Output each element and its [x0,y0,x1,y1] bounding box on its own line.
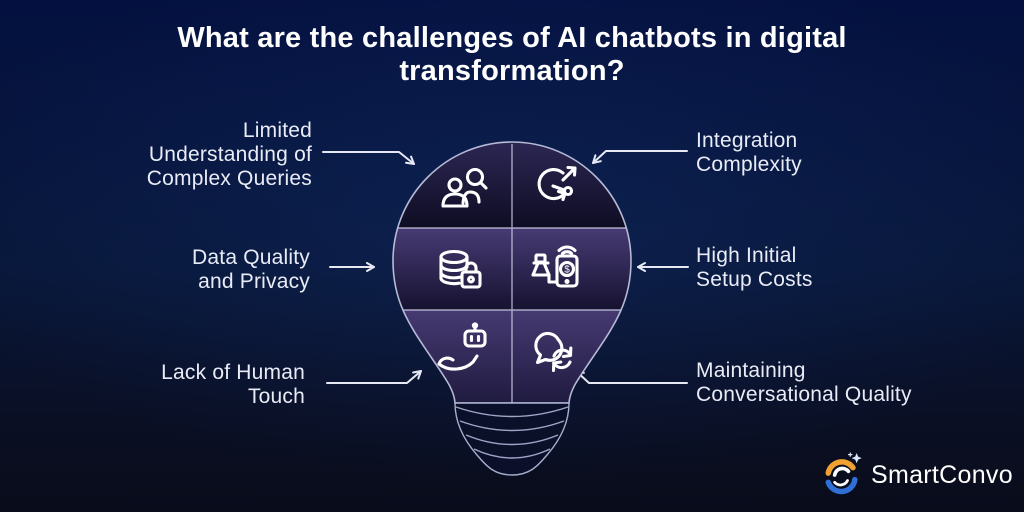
label-line: Complex Queries [146,167,312,190]
device-cost-icon: $ [531,245,579,288]
brand-logo: SmartConvo [820,452,1013,498]
label-line: Touch [247,385,305,408]
chat-refresh-icon [534,332,573,373]
smartconvo-swirl-icon [825,452,862,495]
lightbulb-graphic: $ [392,141,632,476]
arrow-conversational-quality [575,370,688,384]
label-line: and Privacy [198,270,310,293]
page-title: What are the challenges of AI chatbots i… [0,22,1024,88]
hand-robot-icon [437,322,487,371]
people-search-icon [441,167,488,208]
integration-route-icon [537,165,577,202]
label-line: Integration [696,129,798,152]
label-line: Limited [242,119,312,142]
sparkle-icon [851,453,862,464]
label-limited-understanding: Limited Understanding of Complex Queries [40,119,312,191]
dollar-glyph: $ [564,265,570,276]
database-lock-icon [439,249,482,289]
label-line: Understanding of [148,143,312,166]
arrow-limited-understanding [322,151,415,165]
label-line: Conversational Quality [696,383,912,406]
bulb-segments [393,142,631,403]
title-line-2: transformation? [399,55,625,87]
label-line: Lack of Human [161,361,305,384]
bulb-outline [392,141,632,404]
arrow-lack-human-touch [326,370,422,384]
bulb-screw-base [454,402,570,476]
title-line-1: What are the challenges of AI chatbots i… [177,22,847,54]
label-line: Data Quality [192,246,310,269]
label-data-quality-privacy: Data Quality and Privacy [40,246,310,294]
label-line: High Initial [696,244,797,267]
arrow-integration-complexity [592,150,688,164]
label-lack-of-human-touch: Lack of Human Touch [40,361,305,409]
label-high-initial-setup-costs: High Initial Setup Costs [696,244,976,292]
label-line: Maintaining [696,359,806,382]
label-integration-complexity: Integration Complexity [696,129,976,177]
label-line: Setup Costs [696,268,813,291]
brand-name: SmartConvo [871,460,1013,489]
label-line: Complexity [696,153,802,176]
label-maintaining-conversational-quality: Maintaining Conversational Quality [696,359,996,407]
